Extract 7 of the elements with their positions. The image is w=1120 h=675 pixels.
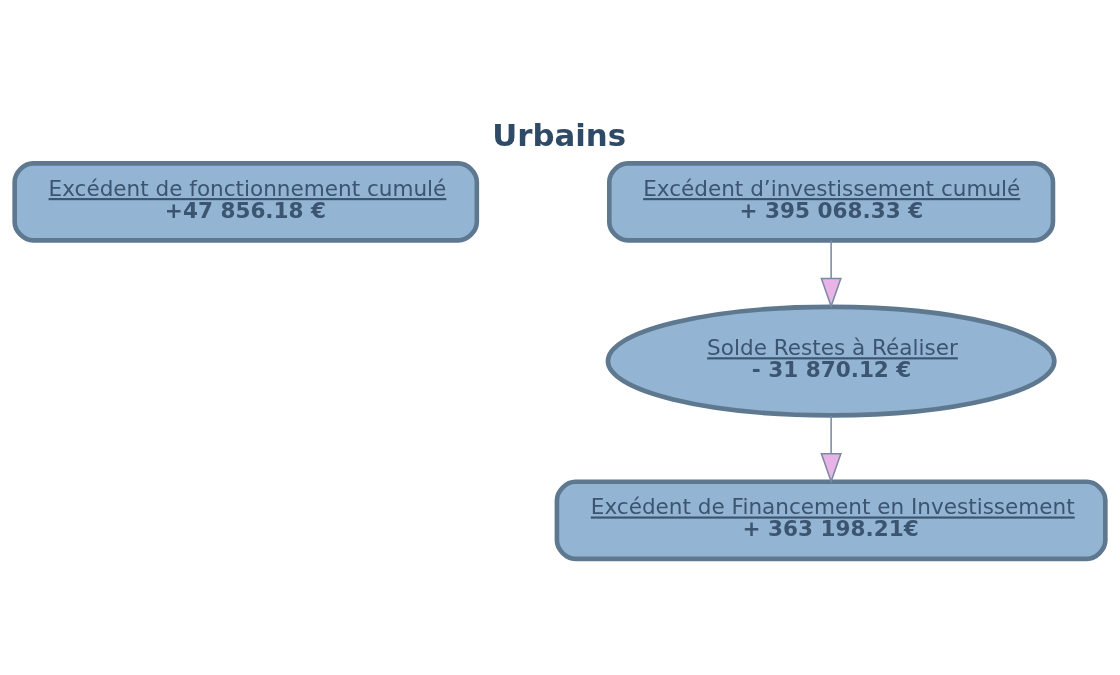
node-box: Excédent de Financement en Investissement + 363 198.21€ — [554, 479, 1108, 561]
node-box: Excédent d’investissement cumulé + 395 068.33 € — [607, 160, 1056, 243]
node-box: Excédent de fonctionnement cumulé +47 856.18 € — [12, 160, 480, 243]
node-ellipse: Solde Restes à Réaliser - 31 870.12 € — [605, 304, 1057, 418]
arrow — [820, 414, 842, 484]
arrow — [820, 239, 842, 309]
diagram-title: Urbains — [492, 116, 627, 153]
